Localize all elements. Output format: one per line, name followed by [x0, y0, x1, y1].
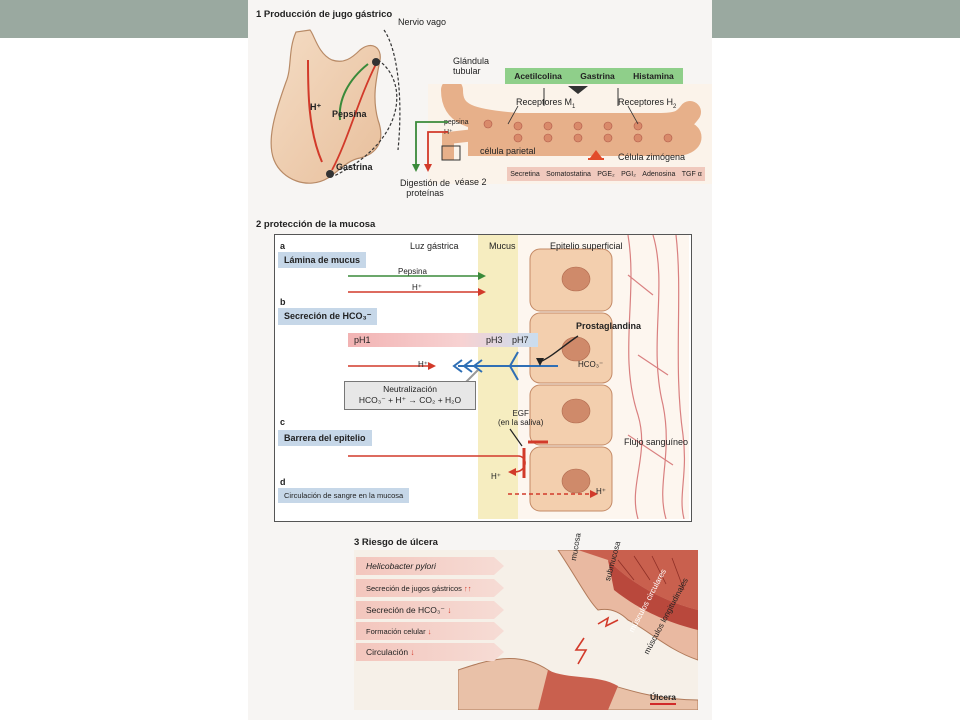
flujo-sanguineo-label: Flujo sanguíneo	[624, 437, 689, 447]
risk-factor-1: Helicobacter pylori	[356, 557, 504, 575]
lamina-mucus-tag: Lámina de mucus	[278, 252, 367, 268]
d-h-label: H⁺	[596, 487, 606, 496]
ph-gradient-bar: pH1 pH3 pH7	[348, 333, 538, 347]
neutralization-equation: HCO₃⁻ + H⁺ → CO₂ + H₂O	[358, 395, 462, 406]
celula-zimogena-label: Célula zimógena	[618, 152, 686, 162]
b-h-label: H⁺	[418, 360, 428, 369]
neutralization-box: Neutralización HCO₃⁻ + H⁺ → CO₂ + H₂O	[344, 381, 476, 410]
acetilcolina-label: Acetilcolina	[514, 71, 562, 81]
tubular-label: tubular	[453, 66, 481, 76]
inhibitor-2: Somatostatina	[546, 170, 591, 178]
secretagogues-box: Acetilcolina Gastrina Histamina	[505, 68, 683, 84]
risk-factor-2: Secreción de jugos gástricos ↑↑	[356, 579, 504, 597]
section2-title: 2 protección de la mucosa	[256, 219, 376, 230]
celula-parietal-label: célula parietal	[480, 146, 536, 156]
epithelium-diagram	[478, 235, 689, 519]
nervio-vago-label: Nervio vago	[398, 17, 447, 27]
risk-factor-4: Formación celular ↓	[356, 622, 504, 640]
risk-factor-5: Circulación ↓	[356, 643, 504, 661]
subsection-b-letter: b	[280, 297, 286, 307]
ph1-label: pH1	[354, 335, 371, 345]
ulcer-diagram	[458, 550, 698, 710]
prostaglandina-label: Prostaglandina	[576, 321, 642, 331]
inhibitor-6: TGF α	[681, 170, 702, 178]
inhibitor-3: PGE₂	[597, 170, 615, 178]
ph3-label: pH3	[486, 335, 503, 345]
luz-gastrica-label: Luz gástrica	[410, 241, 459, 251]
inhibitor-1: Secretina	[510, 170, 540, 178]
section1-title: 1 Producción de jugo gástrico	[256, 9, 393, 20]
stomach-h-label: H⁺	[310, 102, 322, 112]
egf-label: EGF(en la saliva)	[498, 409, 544, 427]
ulcera-label: Úlcera	[650, 692, 676, 705]
glandula-label: Glándula	[453, 56, 490, 66]
digestion-arrows	[412, 121, 448, 172]
section3-title: 3 Riesgo de úlcera	[354, 537, 438, 548]
epitelio-label: Epitelio superficial	[550, 241, 623, 251]
inhibitor-marker	[588, 150, 604, 160]
receptores-m-label: Receptores M1	[516, 97, 576, 110]
stomach-gastrina-label: Gastrina	[336, 162, 373, 172]
inhibitor-4: PGI₂	[621, 170, 636, 178]
histamina-label: Histamina	[633, 71, 674, 81]
secrecion-hco3-tag: Secreción de HCO₃⁻	[278, 308, 378, 325]
gland-h-label: H⁺	[444, 129, 453, 136]
subsection-a-letter: a	[280, 241, 286, 251]
circulacion-mucosa-tag: Circulación de sangre en la mucosa	[278, 488, 410, 503]
receptores-h-label: Receptores H2	[618, 97, 677, 110]
hco3-label: HCO₃⁻	[578, 360, 604, 369]
subsection-d-letter: d	[280, 477, 286, 487]
ph7-label: pH7	[512, 335, 529, 345]
neutralization-title: Neutralización	[383, 384, 437, 394]
inhibitors-bar: Secretina Somatostatina PGE₂ PGI₂ Adenos…	[507, 167, 705, 181]
gland-pepsina-label: pepsina	[444, 119, 469, 126]
gastrina-label: Gastrina	[580, 71, 615, 81]
inhibitor-5: Adenosina	[642, 170, 676, 178]
risk-factor-3: Secreción de HCO₃⁻ ↓	[356, 601, 504, 619]
section2-arrows	[348, 272, 598, 498]
vease-label: véase 2	[455, 177, 487, 187]
c-h-label: H⁺	[491, 472, 501, 481]
mucus-label: Mucus	[489, 241, 516, 251]
a-h-label: H⁺	[412, 283, 422, 292]
subsection-c-letter: c	[280, 417, 286, 427]
a-pepsina-label: Pepsina	[398, 267, 427, 276]
textbook-page: 1 Producción de jugo gástrico Nervio vag…	[248, 0, 712, 720]
stomach-pepsina-label: Pepsina	[332, 109, 367, 119]
stomach-diagram	[270, 29, 401, 184]
barrera-epitelio-tag: Barrera del epitelio	[278, 430, 372, 446]
